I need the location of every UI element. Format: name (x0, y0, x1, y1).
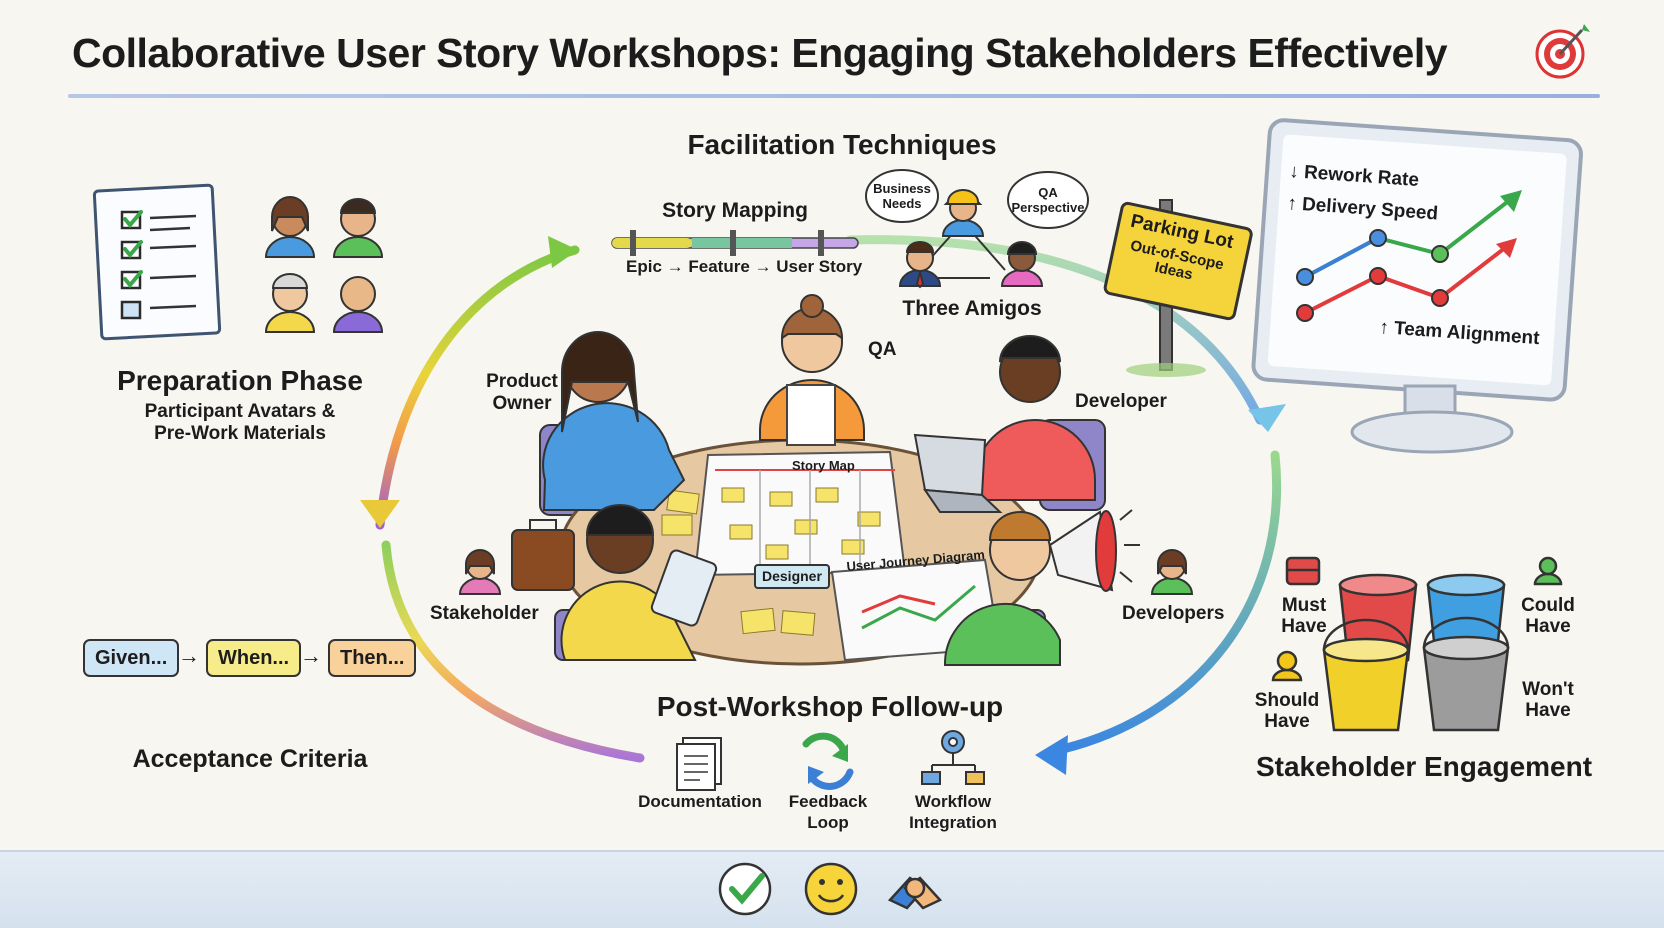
avatar (264, 196, 316, 258)
story-mapping-timeline (611, 230, 859, 256)
arrowhead-top-left (548, 236, 578, 268)
three-amigos-illustration (865, 169, 1089, 289)
workflow-icon (921, 730, 985, 785)
bucket-wont (1422, 616, 1510, 732)
arrow-right-icon: → (666, 257, 689, 276)
refresh-icon (802, 732, 854, 790)
document-icon (676, 737, 722, 791)
post-workshop-heading: Post-Workshop Follow-up (656, 691, 1004, 722)
moscow-could-line1: Could (1521, 595, 1575, 616)
post-item-workflow-line2: Integration (909, 813, 997, 832)
arrowhead-bottom (1035, 735, 1068, 775)
metrics-monitor (1251, 118, 1583, 454)
story-map-label: Story Map (792, 458, 855, 473)
role-developer: Developer (1075, 391, 1167, 412)
title-underline (68, 94, 1600, 98)
arrowhead-right (1248, 404, 1286, 432)
smiley-icon (804, 862, 858, 916)
bubble-qa-line2: Perspective (1011, 200, 1085, 215)
role-product-owner-line1: Product (486, 371, 558, 392)
three-amigos-label: Three Amigos (902, 297, 1042, 320)
handshake-icon (887, 876, 943, 910)
criteria-then: Then... (328, 639, 417, 677)
workshop-cycle-arrows (375, 235, 1282, 763)
story-mapping-label: Story Mapping (662, 199, 808, 222)
moscow-should-line2: Have (1264, 711, 1310, 732)
tablet-icon (650, 549, 718, 627)
post-item-feedback-line2: Loop (807, 813, 849, 832)
page-title: Collaborative User Story Workshops: Enga… (72, 30, 1448, 76)
facilitation-heading: Facilitation Techniques (687, 129, 997, 160)
role-qa: QA (868, 339, 897, 360)
laptop-icon (913, 433, 1003, 513)
moscow-must-line1: Must (1281, 595, 1327, 616)
avatar (332, 198, 384, 258)
megaphone-icon (1048, 510, 1117, 592)
post-item-workflow-line1: Workflow (914, 792, 992, 811)
arrow-right-icon: → (754, 257, 777, 276)
role-designer: Designer (754, 564, 830, 589)
moscow-wont-line1: Won't (1522, 679, 1574, 700)
criteria-when: When... (206, 639, 302, 677)
moscow-must-line2: Have (1281, 616, 1327, 637)
briefcase-icon (511, 519, 575, 591)
preparation-subtitle-line2: Pre-Work Materials (154, 423, 326, 444)
preparation-subtitle-line1: Participant Avatars & (144, 401, 336, 422)
bubble-business-line1: Business (873, 181, 931, 196)
parking-lot-sign (1103, 199, 1253, 377)
moscow-should-line1: Should (1254, 690, 1320, 711)
story-flow-feature: Feature (688, 257, 750, 276)
moscow-could-line2: Have (1525, 616, 1571, 637)
avatar (264, 273, 316, 333)
trend-lines (1303, 194, 1517, 315)
arrow-right-icon: → (300, 643, 322, 668)
role-product-owner-line2: Owner (492, 393, 552, 414)
bubble-business-line2: Needs (882, 196, 922, 211)
story-flow-epic: Epic (626, 257, 662, 276)
story-flow-user-story: User Story (776, 257, 863, 276)
briefcase-icon (1285, 556, 1321, 586)
story-flow: Epic → Feature → User Story (626, 258, 862, 276)
moscow-buckets (1271, 556, 1563, 732)
avatar (332, 276, 384, 333)
bubble-qa-line1: QA (1038, 185, 1058, 200)
checklist-icon (92, 183, 222, 341)
stakeholder-engagement-heading: Stakeholder Engagement (1255, 751, 1593, 782)
bucket-should (1322, 618, 1410, 732)
role-developers: Developers (1122, 603, 1225, 624)
checkmark-icon (718, 862, 772, 916)
acceptance-heading: Acceptance Criteria (132, 745, 368, 773)
arrowhead-left (360, 500, 400, 528)
target-icon (1535, 24, 1590, 79)
preparation-heading: Preparation Phase (117, 365, 363, 396)
arrow-right-icon: → (178, 643, 200, 668)
moscow-wont-line2: Have (1525, 700, 1571, 721)
participant-avatars (264, 196, 384, 333)
workshop-table-scene (458, 294, 1194, 666)
post-item-feedback-line1: Feedback (788, 792, 868, 811)
role-stakeholder: Stakeholder (430, 603, 539, 624)
post-item-documentation: Documentation (638, 792, 762, 811)
criteria-given: Given... (83, 639, 180, 677)
